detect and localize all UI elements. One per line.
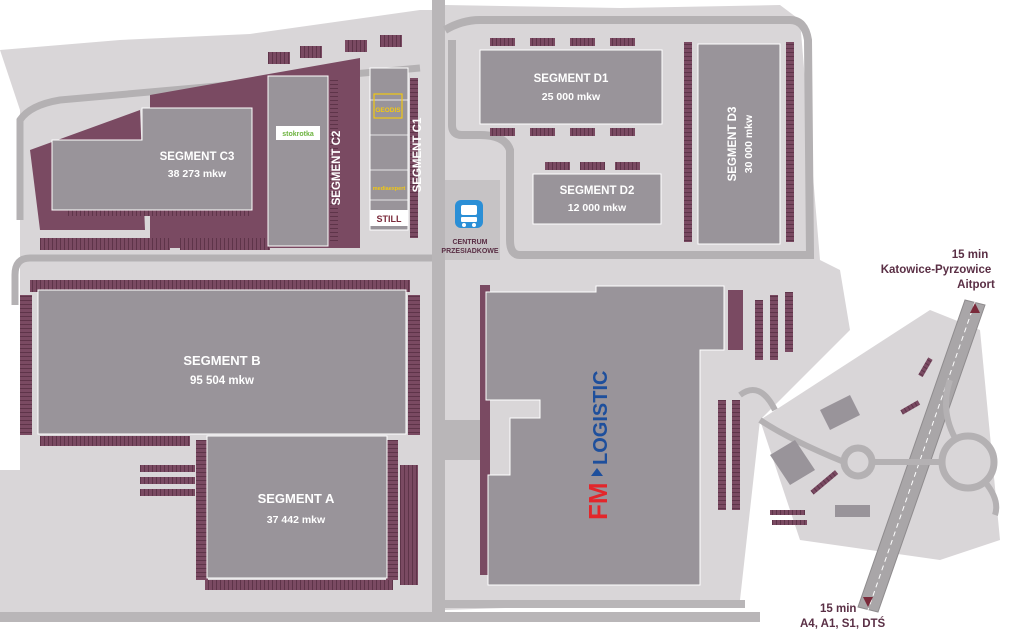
segment-d3-area: 30 000 mkw xyxy=(743,114,755,173)
transit-hub: CENTRUM PRZESIADKOWE xyxy=(441,200,499,255)
segment-c3-name: SEGMENT C3 xyxy=(160,151,235,163)
segment-d3-name: SEGMENT D3 xyxy=(727,107,739,182)
segment-d1-name: SEGMENT D1 xyxy=(534,73,609,85)
highways-time: 15 min xyxy=(820,603,856,615)
segment-c1-name: SEGMENT C1 xyxy=(412,117,424,192)
fm-logo-suffix: LOGISTIC xyxy=(590,371,612,465)
fm-logistic-building xyxy=(485,285,725,586)
fm-logistic-logo: FM LOGISTIC xyxy=(583,371,613,520)
segment-c2-name: SEGMENT C2 xyxy=(331,131,343,206)
segment-d2-area: 12 000 mkw xyxy=(568,202,627,214)
fm-logo-prefix: FM xyxy=(583,482,613,520)
airport-line2: Aitport xyxy=(957,279,995,291)
segment-labels: SEGMENT C3 38 273 mkw SEGMENT C2 SEGMENT… xyxy=(160,73,755,526)
segment-b-building xyxy=(37,289,407,435)
segment-a-building xyxy=(206,435,388,579)
tenant-logos: stokrotka GEODIS mediaexpert STILL FM LO… xyxy=(276,93,613,520)
direction-airport: 15 min Katowice-Pyrzowice Aitport xyxy=(881,249,995,291)
geodis-logo-text: GEODIS xyxy=(375,107,401,114)
segment-d2-name: SEGMENT D2 xyxy=(560,185,635,197)
roads xyxy=(0,0,815,622)
transit-label-line1: CENTRUM xyxy=(453,239,488,246)
segment-b-name: SEGMENT B xyxy=(183,353,260,368)
geodis-logo xyxy=(373,93,403,119)
still-logo-text: STILL xyxy=(377,214,402,224)
highway-interchange xyxy=(738,299,1000,613)
segment-c3-building xyxy=(51,107,253,211)
segment-a-area: 37 442 mkw xyxy=(267,514,326,526)
parking-east xyxy=(480,38,794,575)
segment-d1-building xyxy=(479,49,663,125)
segment-a-name: SEGMENT A xyxy=(258,491,335,506)
highways-line1: A4, A1, S1, DTŚ xyxy=(800,617,886,630)
mediaexpert-logo-text: mediaexpert xyxy=(373,186,406,192)
airport-line1: Katowice-Pyrzowice xyxy=(881,264,992,276)
segment-b-area: 95 504 mkw xyxy=(190,375,254,387)
segment-c2-building xyxy=(267,75,329,247)
stokrotka-logo-text: stokrotka xyxy=(282,131,314,138)
direction-highways: 15 min A4, A1, S1, DTŚ xyxy=(800,603,886,630)
fm-logo-arrow-icon xyxy=(591,468,603,476)
south-arrow-icon xyxy=(863,597,873,607)
still-logo xyxy=(370,210,408,226)
airport-time: 15 min xyxy=(952,249,988,261)
segment-d2-building xyxy=(532,173,662,225)
segment-d1-area: 25 000 mkw xyxy=(542,91,601,103)
segment-c3-area: 38 273 mkw xyxy=(168,168,227,180)
buildings xyxy=(37,43,781,586)
segment-d3-building xyxy=(697,43,781,245)
transit-label-line2: PRZESIADKOWE xyxy=(441,248,499,255)
segment-c1-building xyxy=(369,67,409,231)
stokrotka-logo xyxy=(276,126,320,140)
north-arrow-icon xyxy=(970,303,980,313)
